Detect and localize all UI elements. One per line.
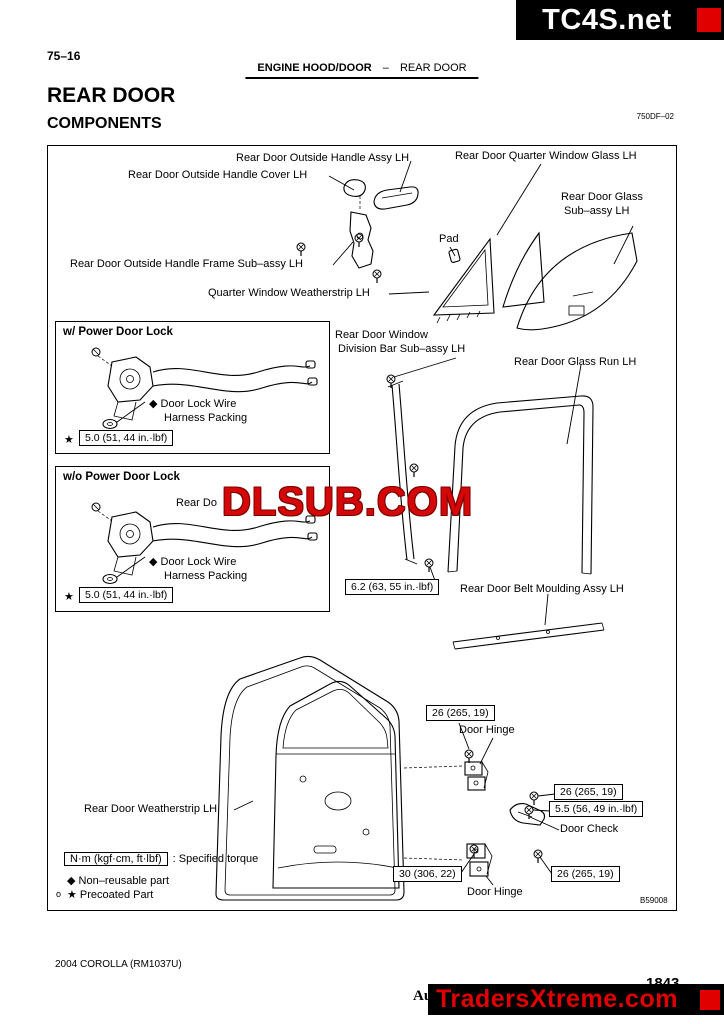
legend-torque: N·m (kgf·cm, ft·lbf) : Specified torque [64,852,258,866]
label-door-lock-fragment: Rear Do [176,497,217,509]
top-watermark-text: TC4S.net [542,3,672,36]
top-watermark-banner: TC4S.net [516,0,724,40]
glass-run-drawing [447,395,594,575]
door-check-part [509,803,546,826]
red-square-icon [697,8,721,32]
hinge-and-check-parts [464,761,546,877]
label-glass-run: Rear Door Glass Run LH [514,356,637,368]
without-lock-note-line1: ◆ Door Lock Wire [149,556,237,568]
belt-moulding-drawing [452,622,605,650]
precoated-star-with: ★ [64,434,74,446]
legend-precoated: ★ Precoated Part [67,889,154,901]
harness-packing-washer [102,418,118,430]
label-division-line2: Division Bar Sub–assy LH [338,343,466,355]
outside-handle-parts [343,179,461,269]
document-code: 750DF–02 [636,112,674,121]
header-subsection: REAR DOOR [399,62,467,74]
with-lock-note-line1: ◆ Door Lock Wire [149,398,237,410]
torque-26-lower: 26 (265, 19) [551,866,620,882]
label-division-bar: Rear Door Window Division Bar Sub–assy L… [335,328,465,356]
legend-non-reusable: ◆ Non–reusable part [67,875,170,887]
harness-packing-washer-2 [102,573,118,585]
without-lock-title: w/o Power Door Lock [63,471,180,483]
label-door-glass-line2: Sub–assy LH [564,205,630,217]
label-door-weatherstrip: Rear Door Weatherstrip LH [84,803,218,815]
legend-torque-units: N·m (kgf·cm, ft·lbf) [64,852,168,866]
red-square-icon-bottom [700,990,720,1010]
footer-author-fragment: Au [413,988,433,1004]
quarter-window-parts [432,231,545,324]
door-lock-drawing-2 [91,502,318,585]
header-separator: – [382,62,389,74]
door-glass-drawing [516,232,638,331]
leader-lines [233,160,634,886]
legend-precoated-prefix: o [56,889,62,899]
section-title: COMPONENTS [47,115,162,132]
without-lock-note-line2: Harness Packing [164,570,248,582]
label-belt-moulding: Rear Door Belt Moulding Assy LH [460,583,624,595]
torque-5-0-without: 5.0 (51, 44 in.·lbf) [79,587,174,603]
exploded-diagram [215,160,638,901]
door-and-weatherstrip-drawing [215,655,405,901]
label-door-hinge-bottom: Door Hinge [467,886,523,898]
bottom-watermark-text: TradersXtreme.com [436,985,678,1013]
page-reference: 75–16 [47,49,81,63]
precoated-star-without: ★ [64,591,74,603]
label-outside-handle-frame: Rear Door Outside Handle Frame Sub–assy … [70,258,303,270]
with-lock-title: w/ Power Door Lock [63,326,173,338]
components-figure-frame [47,145,677,911]
label-door-hinge-top: Door Hinge [459,724,515,736]
footer-model-text: 2004 COROLLA (RM1037U) [55,959,182,970]
label-outside-handle-assy: Rear Door Outside Handle Assy LH [236,152,410,164]
label-outside-handle-cover: Rear Door Outside Handle Cover LH [128,169,308,181]
label-pad: Pad [439,233,459,245]
torque-6-2: 6.2 (63, 55 in.·lbf) [345,579,440,595]
torque-26-upper: 26 (265, 19) [426,705,495,721]
door-lock-drawing [91,347,318,430]
figure-code: B59008 [640,896,668,905]
header-section: ENGINE HOOD/DOOR [257,62,372,74]
legend-torque-desc: : Specified torque [172,853,259,865]
label-quarter-window-weatherstrip: Quarter Window Weatherstrip LH [208,287,370,299]
label-door-glass-line1: Rear Door Glass [561,191,643,203]
quarter-window-glass-part [502,231,545,308]
center-watermark: DLSUB.COM [222,480,474,524]
torque-5-0-with: 5.0 (51, 44 in.·lbf) [79,430,174,446]
label-quarter-window-glass: Rear Door Quarter Window Glass LH [455,150,637,162]
page-title: REAR DOOR [47,84,176,107]
label-division-line1: Rear Door Window [335,329,428,341]
label-door-glass-subassy: Rear Door Glass Sub–assy LH [561,190,643,218]
with-lock-note-line2: Harness Packing [164,412,248,424]
pad-part [448,248,461,263]
torque-26-middle: 26 (265, 19) [554,784,623,800]
torque-5-5: 5.5 (56, 49 in.·lbf) [549,801,644,817]
division-bar-drawing [387,380,418,565]
label-door-check: Door Check [560,823,619,835]
torque-30: 30 (306, 22) [393,866,462,882]
bottom-watermark-banner: TradersXtreme.com [428,984,724,1015]
running-header: ENGINE HOOD/DOOR – REAR DOOR [245,62,479,79]
